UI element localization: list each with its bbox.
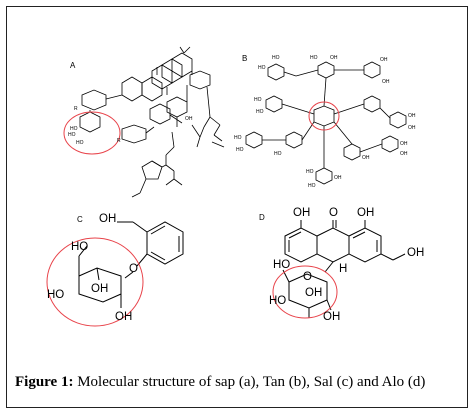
atom-label: O: [329, 207, 338, 219]
figure-caption-prefix: Figure 1:: [15, 374, 74, 390]
atom-label: HO: [47, 289, 65, 301]
atom-label: OH: [408, 125, 416, 131]
atom-label: HO: [272, 55, 280, 61]
atom-label: OH: [330, 55, 338, 61]
atom-label: OH: [323, 311, 341, 323]
saponin-structure-drawing: [63, 46, 225, 198]
panel-label-b: B: [242, 54, 248, 63]
panel-label-a: A: [70, 61, 76, 70]
atom-label: OH: [305, 287, 323, 299]
figure-caption-text: Molecular structure of sap (a), Tan (b),…: [73, 374, 426, 390]
salicin-structure-drawing: [46, 221, 184, 327]
atom-label: H: [339, 263, 348, 275]
atom-label: OH: [400, 141, 408, 147]
figure-caption: Figure 1: Molecular structure of sap (a)…: [15, 374, 425, 391]
atom-label: HO: [274, 151, 282, 157]
panel-d-aloin: D: [247, 207, 447, 337]
atom-label: O: [303, 271, 312, 283]
atom-label: OH: [407, 247, 425, 259]
atom-label: HO: [236, 147, 244, 153]
atom-label: OH: [357, 207, 375, 219]
atom-label: OH: [362, 155, 370, 161]
atom-label: HO: [258, 65, 266, 71]
atom-label: HO: [306, 169, 314, 175]
figure-frame: A: [6, 6, 468, 408]
atom-label: HO: [310, 55, 318, 61]
atom-label: HO: [269, 295, 287, 307]
atom-label: OH: [185, 116, 193, 122]
panel-label-c: C: [77, 215, 83, 224]
atom-label: OH: [115, 311, 133, 323]
atom-label: HO: [76, 140, 84, 146]
atom-label: HO: [254, 97, 262, 103]
aloin-structure-drawing: [272, 220, 406, 319]
atom-label: OH: [334, 175, 342, 181]
atom-label: OH: [408, 113, 416, 119]
atom-label: OH: [400, 151, 408, 157]
atom-label: O: [129, 263, 138, 275]
tannin-structure-drawing: [245, 61, 407, 185]
atom-label: OH: [91, 283, 109, 295]
atom-label: HO: [68, 132, 76, 138]
atom-label: HO: [273, 259, 291, 271]
atom-label: OH: [99, 213, 117, 225]
atom-label: HO: [71, 241, 89, 253]
atom-label: HO: [308, 183, 316, 189]
atom-label: OH: [380, 57, 388, 63]
atom-label: HO: [234, 135, 242, 141]
atom-label: OH: [382, 79, 390, 85]
atom-label: OH: [293, 207, 311, 219]
panel-a-saponin: A: [62, 46, 247, 207]
atom-label: HO: [70, 126, 78, 132]
atom-label: R: [74, 106, 78, 112]
atom-label: R: [117, 138, 121, 144]
panel-c-salicin: C OH HO: [37, 212, 217, 337]
panel-b-tannin: B: [232, 52, 432, 202]
atom-label: HO: [256, 109, 264, 115]
panel-label-d: D: [259, 213, 265, 222]
